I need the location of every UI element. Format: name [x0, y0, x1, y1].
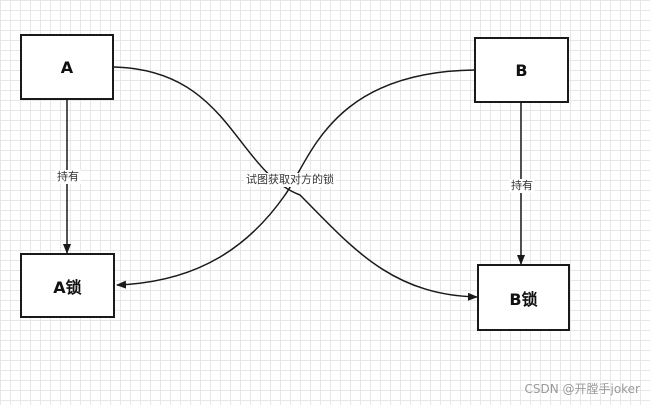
- a-to-b-lock-curve: [113, 66, 478, 301]
- node-lock-b: B锁: [477, 264, 570, 331]
- edge-label-try-acquire: 试图获取对方的锁: [244, 173, 336, 187]
- node-a-label: A: [60, 57, 74, 77]
- edge-label-b-holds: 持有: [509, 179, 535, 193]
- edge-label-a-holds: 持有: [55, 170, 81, 184]
- node-lock-b-label: B锁: [509, 289, 538, 309]
- node-lock-a: A锁: [20, 253, 115, 318]
- node-a: A: [20, 34, 114, 100]
- node-lock-a-label: A锁: [53, 277, 82, 297]
- node-b: B: [474, 37, 569, 103]
- b-to-a-lock-curve: [116, 69, 475, 289]
- watermark: CSDN @开膛手joker: [524, 382, 640, 396]
- node-b-label: B: [515, 60, 528, 80]
